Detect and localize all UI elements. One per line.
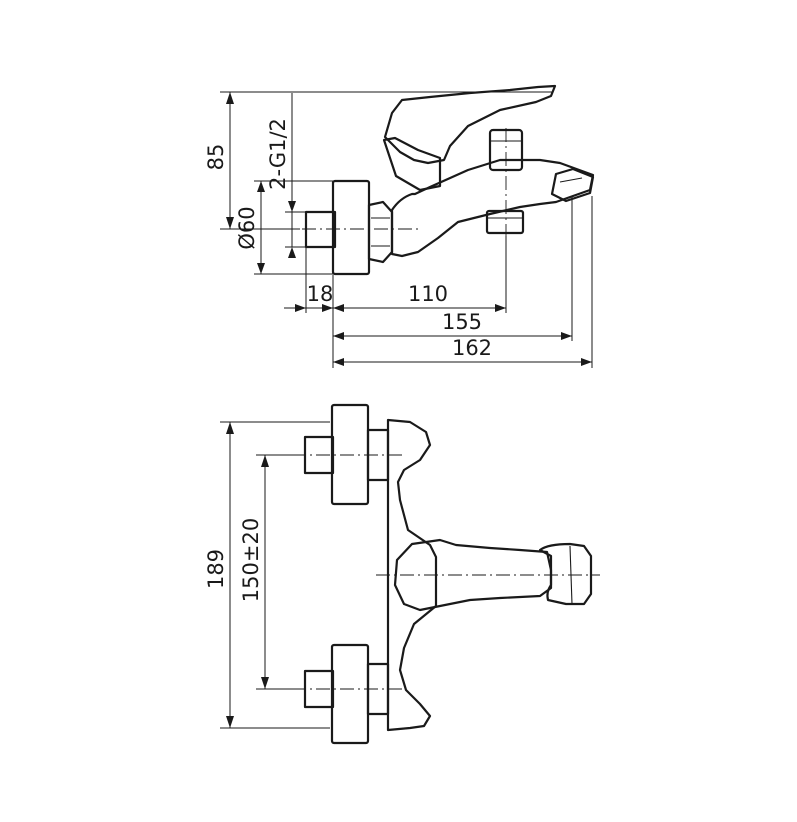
top-dimension-lines: [220, 421, 330, 729]
side-inlet-pipe: [304, 210, 337, 249]
side-valve-body: [390, 158, 595, 258]
top-view: [292, 403, 600, 745]
dim-2g12-label: 2-G1/2: [266, 118, 290, 190]
side-lever-handle: [383, 84, 557, 165]
side-hex-nut: [367, 200, 394, 264]
top-lever-handle: [393, 538, 553, 612]
side-wall-flange: [331, 179, 371, 276]
dim-110-label: 110: [408, 282, 448, 306]
top-spout-end: [538, 542, 593, 606]
side-cartridge-cap: [382, 136, 442, 192]
dim-diameter-60-label: Ø60: [235, 206, 259, 249]
side-spout-end: [550, 167, 595, 203]
dim-85-label: 85: [204, 144, 228, 171]
dim-155-label: 155: [442, 310, 482, 334]
top-upper-flange: [330, 403, 370, 506]
side-dimension-lines: [220, 91, 593, 368]
dim-189-label: 189: [204, 549, 228, 589]
dim-162-label: 162: [452, 336, 492, 360]
side-shower-outlet: [485, 209, 525, 235]
dim-18-label: 18: [307, 282, 334, 306]
side-view: [278, 84, 595, 276]
dim-150-label: 150±20: [239, 518, 263, 602]
top-lower-flange: [330, 643, 370, 745]
